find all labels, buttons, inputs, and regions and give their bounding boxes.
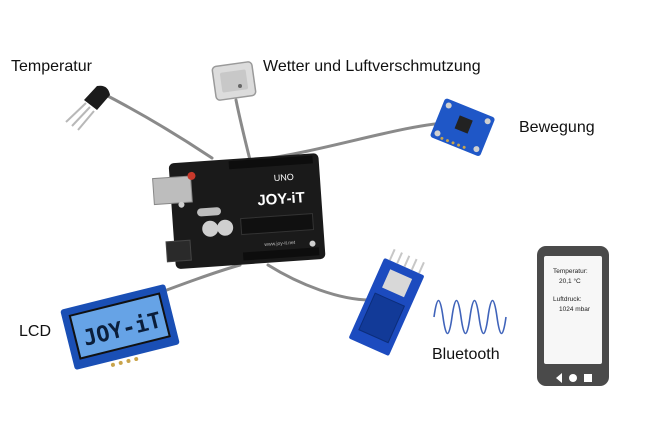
phone-temperature-value: 20,1 °C — [559, 278, 581, 285]
phone-pressure-label: Luftdruck: — [553, 296, 582, 303]
temperature-sensor — [65, 85, 110, 131]
smartphone — [537, 246, 609, 386]
label-temperature: Temperatur — [11, 58, 92, 75]
back-icon — [556, 373, 562, 383]
label-lcd: LCD — [19, 323, 52, 340]
weather-sensor — [211, 61, 257, 101]
board-brand: JOY-iT — [257, 189, 306, 209]
wave-icon — [433, 299, 507, 335]
cable-weather — [234, 98, 252, 162]
phone-temperature-label: Temperatur: — [553, 268, 588, 275]
motion-sensor — [430, 98, 495, 156]
cable-bluetooth — [266, 263, 372, 302]
cable-temperature — [100, 91, 214, 160]
label-motion: Bewegung — [519, 119, 595, 136]
home-icon — [569, 374, 577, 382]
lcd-module — [60, 284, 180, 370]
microcontroller-board — [152, 153, 326, 269]
phone-pressure-value: 1024 mbar — [559, 306, 591, 313]
board-url: www.joy-it.net — [264, 240, 296, 248]
menu-icon — [584, 374, 592, 382]
board-model: UNO — [273, 172, 294, 183]
label-weather: Wetter und Luftverschmutzung — [263, 58, 481, 75]
cable-motion — [256, 120, 457, 162]
bluetooth-module — [349, 248, 425, 356]
label-bluetooth: Bluetooth — [432, 346, 500, 363]
